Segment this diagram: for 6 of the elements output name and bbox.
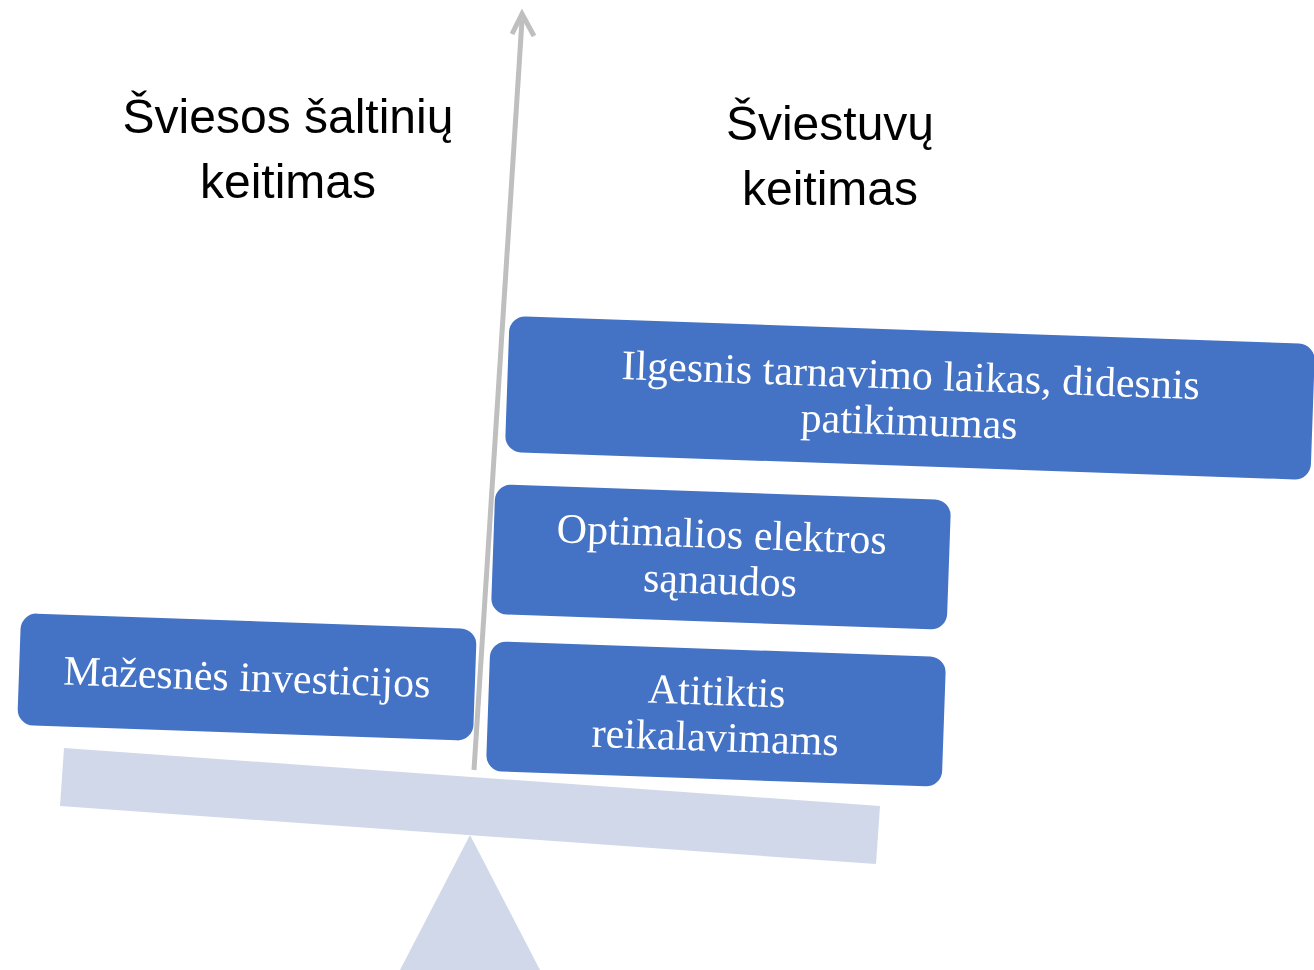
benefit-box: Mažesnės investicijos <box>17 613 477 741</box>
benefit-box: Optimalios elektros sąnaudos <box>490 484 952 630</box>
benefit-box: Ilgesnis tarnavimo laikas, didesnis patikimumas <box>504 316 1314 480</box>
heading: Šviesos šaltinių keitimas <box>121 89 455 210</box>
heading: Šviestuvų keitimas <box>724 96 936 217</box>
benefit-box: Atitiktis reikalavimams <box>485 641 947 787</box>
